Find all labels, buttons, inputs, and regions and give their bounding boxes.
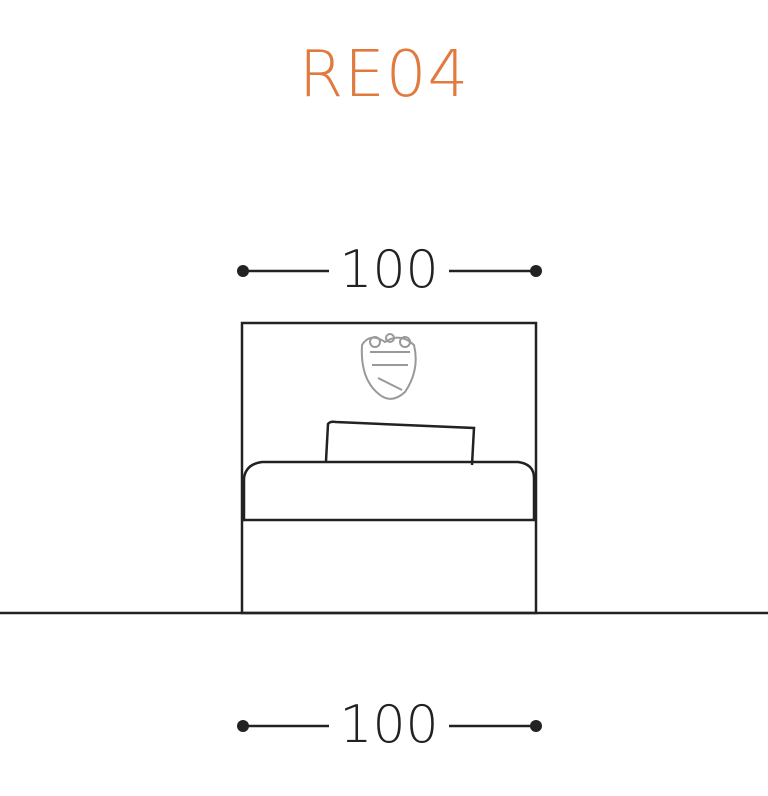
pillow	[324, 420, 476, 466]
bottom-width-label: 100	[329, 695, 449, 755]
dimension-endpoint	[530, 265, 542, 277]
dimension-endpoint	[237, 720, 249, 732]
dimension-endpoint	[530, 720, 542, 732]
headboard	[240, 321, 538, 615]
dimension-endpoint	[237, 265, 249, 277]
model-title: RE04	[298, 38, 470, 112]
crest-icon	[360, 333, 417, 400]
top-width-label: 100	[329, 240, 449, 300]
mattress	[242, 460, 536, 520]
